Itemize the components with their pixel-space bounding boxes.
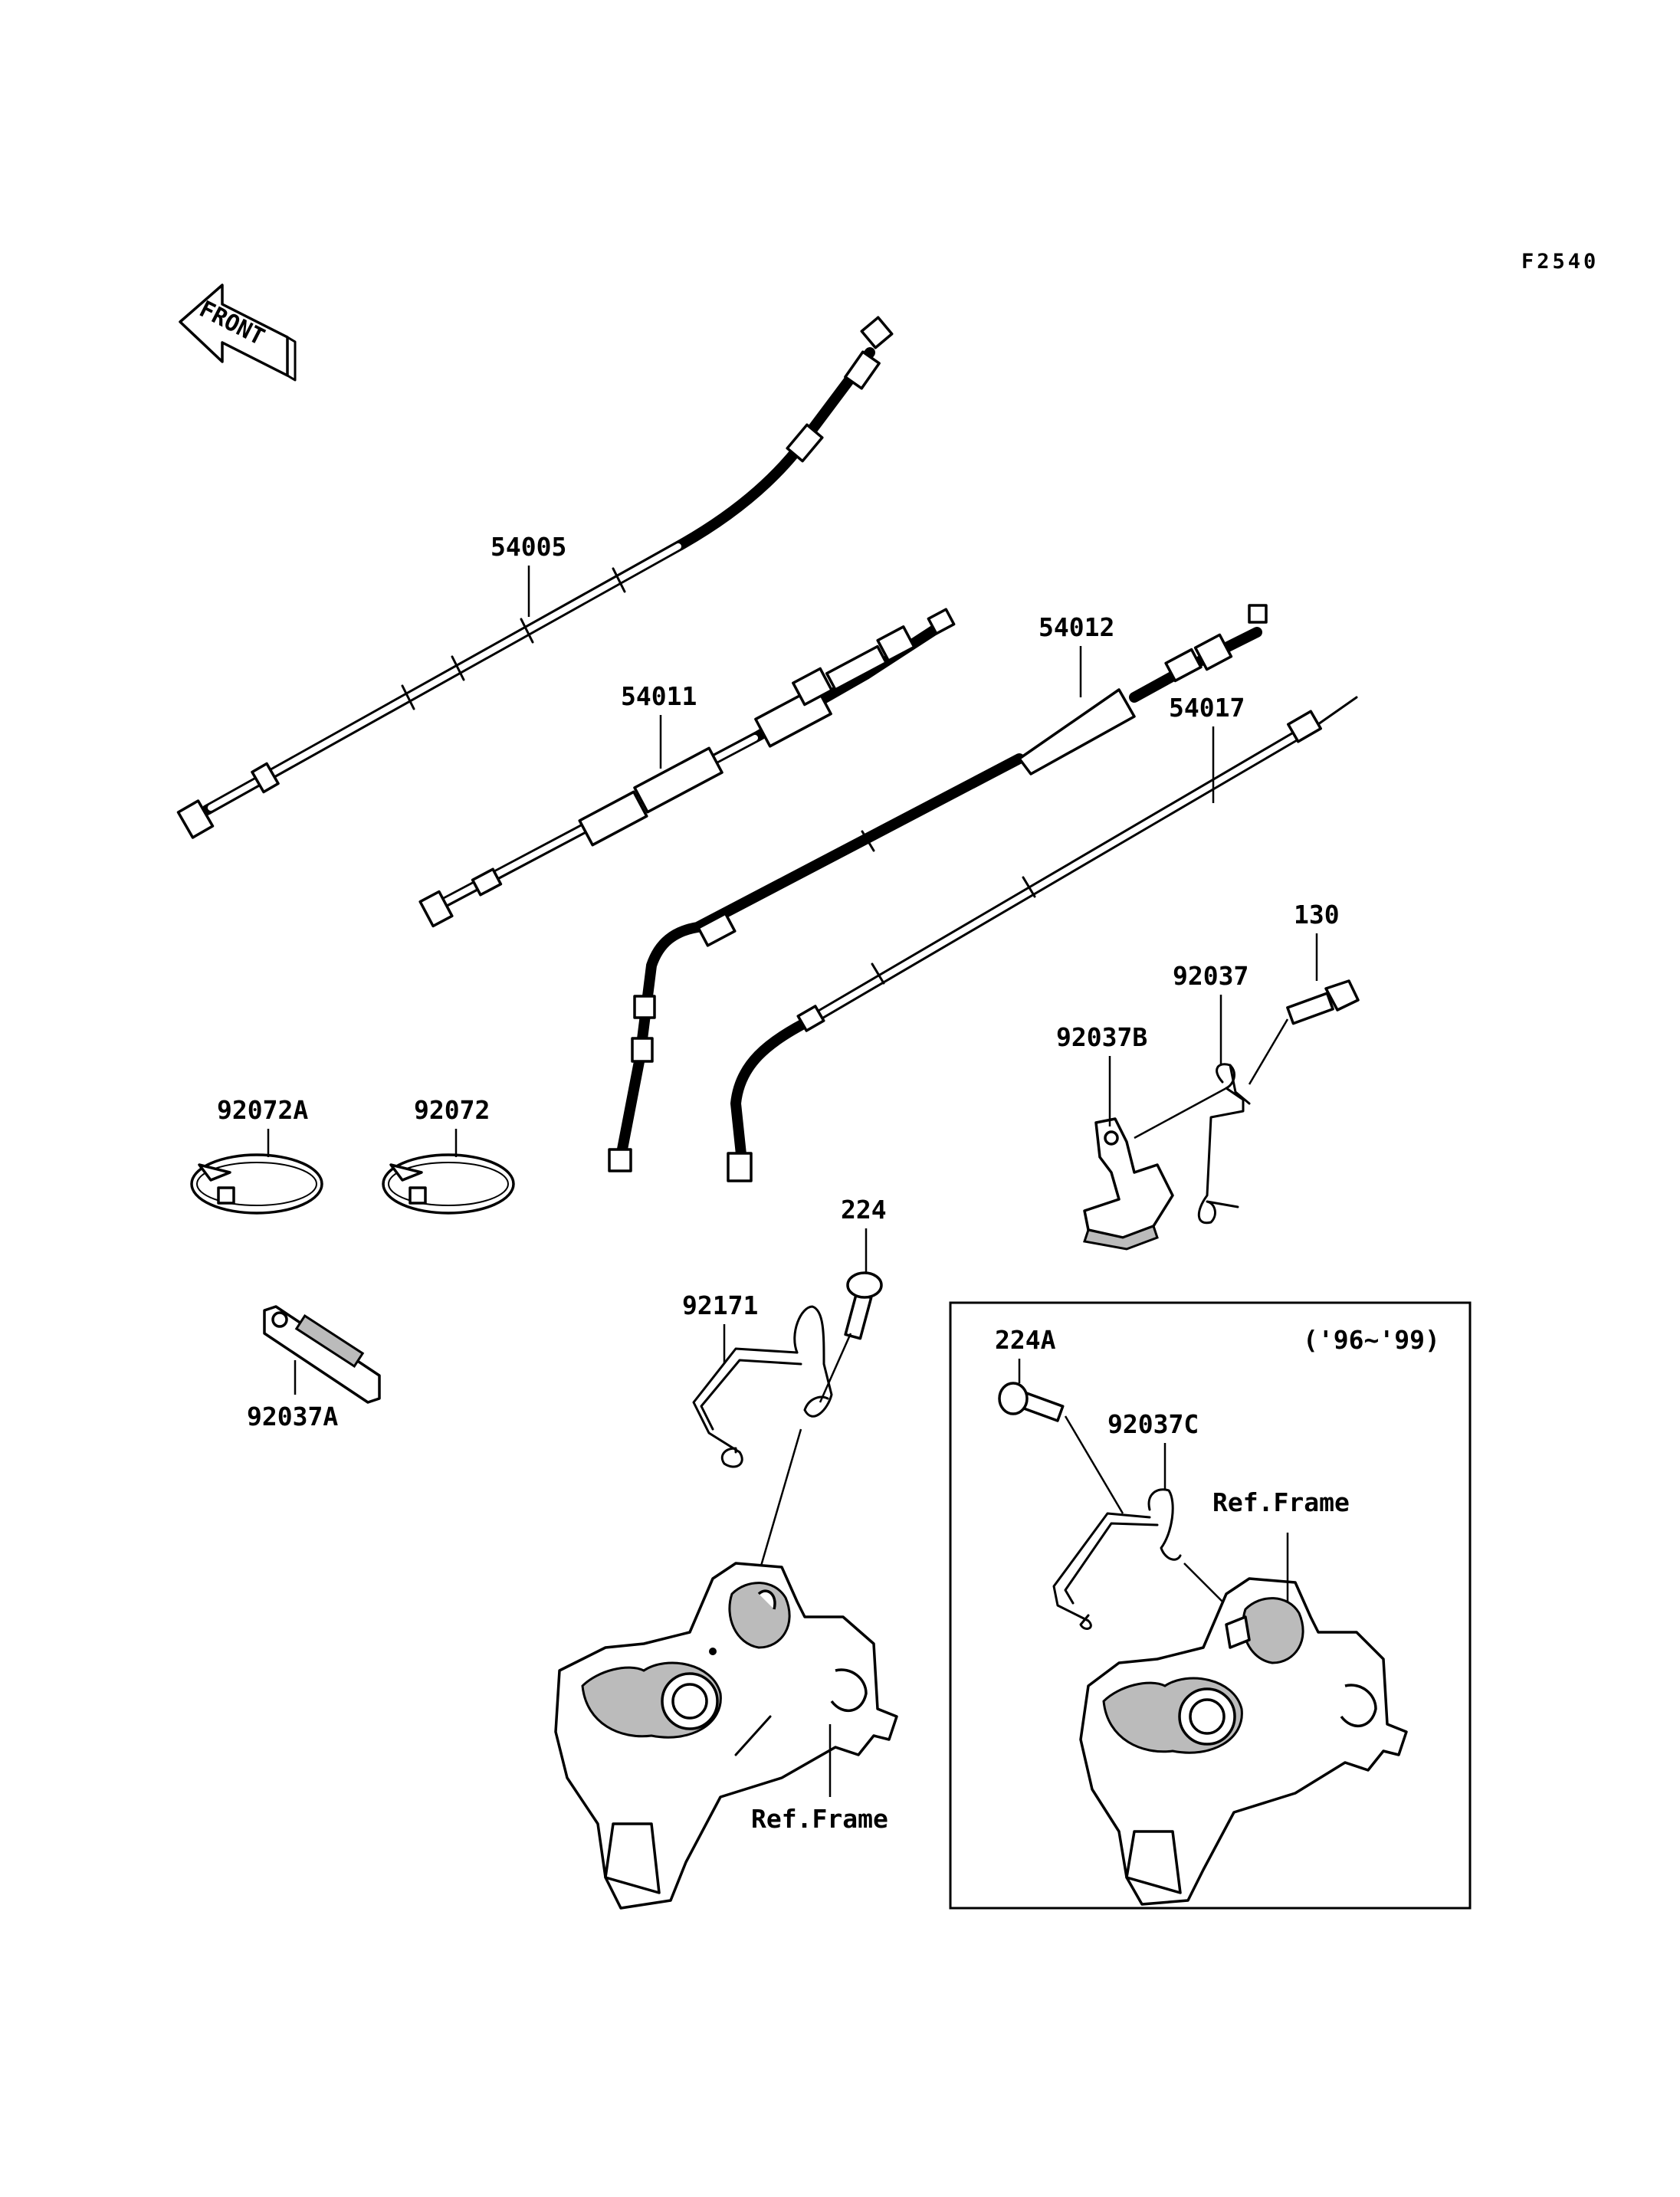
plate-92037a bbox=[263, 1305, 381, 1404]
label-224a: 224A bbox=[995, 1325, 1056, 1355]
clamp-92171 bbox=[692, 1305, 833, 1468]
label-54011: 54011 bbox=[621, 681, 697, 711]
band-92072a bbox=[190, 1153, 323, 1215]
cable-54011 bbox=[418, 608, 956, 928]
front-arrow-icon: FRONT bbox=[179, 284, 297, 382]
label-92072a: 92072A bbox=[217, 1095, 308, 1125]
cable-54017 bbox=[727, 696, 1358, 1182]
bolt-130 bbox=[1286, 979, 1360, 1025]
cable-54012 bbox=[608, 604, 1268, 1172]
label-54005: 54005 bbox=[491, 532, 566, 562]
ref-frame-main-label: Ref.Frame bbox=[751, 1804, 888, 1834]
label-224: 224 bbox=[841, 1195, 887, 1225]
triple-clamp-inset bbox=[1079, 1577, 1408, 1906]
label-92037: 92037 bbox=[1173, 961, 1249, 991]
label-130: 130 bbox=[1294, 900, 1340, 930]
label-92037c: 92037C bbox=[1107, 1409, 1199, 1439]
label-92037b: 92037B bbox=[1056, 1022, 1147, 1052]
triple-clamp-main bbox=[554, 1562, 898, 1910]
label-54012: 54012 bbox=[1039, 612, 1114, 642]
inset-box-96-99 bbox=[949, 1301, 1472, 1910]
label-92037a: 92037A bbox=[247, 1402, 338, 1431]
clamp-92037 bbox=[1197, 1063, 1251, 1225]
cable-54005 bbox=[176, 316, 894, 839]
label-92072: 92072 bbox=[414, 1095, 490, 1125]
band-92072 bbox=[382, 1153, 515, 1215]
ref-frame-inset-label: Ref.Frame bbox=[1212, 1487, 1350, 1517]
bracket-92037b bbox=[1083, 1117, 1174, 1251]
diagram-code: F2540 bbox=[1521, 250, 1599, 274]
bolt-224 bbox=[844, 1271, 883, 1340]
clamp-92037c bbox=[1052, 1488, 1182, 1630]
inset-year-label: ('96~'99) bbox=[1303, 1325, 1440, 1355]
label-92171: 92171 bbox=[682, 1290, 758, 1320]
label-54017: 54017 bbox=[1169, 693, 1245, 723]
bolt-224a bbox=[998, 1382, 1065, 1422]
